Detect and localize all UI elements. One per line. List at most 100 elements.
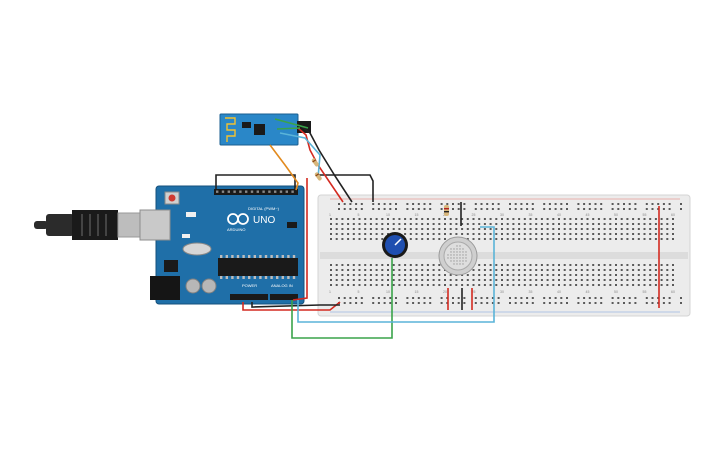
- mesh-dot: [462, 260, 464, 262]
- breadboard-hole: [506, 218, 509, 220]
- wire-lightblue-gas-signal[interactable]: [297, 226, 495, 323]
- breadboard-hole: [569, 264, 572, 266]
- breadboard-hole: [489, 284, 492, 286]
- breadboard-hole: [518, 238, 521, 240]
- wire-red-bottom[interactable]: [242, 301, 341, 311]
- wire-green-esp-2[interactable]: [276, 127, 301, 130]
- breadboard-hole: [558, 228, 560, 230]
- breadboard-rail-hole: [548, 297, 551, 299]
- breadboard-rail-hole: [480, 302, 483, 304]
- breadboard-hole: [438, 274, 441, 276]
- breadboard-hole: [615, 264, 617, 266]
- breadboard-hole: [364, 233, 367, 235]
- breadboard-hole: [495, 269, 498, 271]
- breadboard-rail-hole: [423, 297, 426, 299]
- breadboard-hole: [643, 218, 646, 220]
- gas-sensor[interactable]: [438, 236, 478, 276]
- breadboard-hole: [603, 238, 606, 240]
- usb-cable[interactable]: [34, 210, 141, 240]
- breadboard-hole: [347, 223, 350, 225]
- esp8266-wifi-module[interactable]: [219, 113, 311, 146]
- voltage-regulator: [164, 260, 178, 272]
- wire-black-arduino-gnd[interactable]: [215, 174, 296, 189]
- breadboard-hole: [489, 238, 492, 240]
- resistor[interactable]: [314, 172, 322, 182]
- breadboard-rail-hole: [406, 297, 409, 299]
- breadboard-rail-hole: [634, 208, 637, 210]
- breadboard-hole: [649, 274, 652, 276]
- wire-black-to-breadboard[interactable]: [316, 174, 374, 202]
- breadboard-rail-hole: [548, 203, 551, 205]
- crystal-oscillator: [182, 242, 212, 256]
- breadboard-hole: [654, 264, 657, 266]
- breadboard-hole: [609, 274, 612, 276]
- breadboard-hole: [632, 228, 635, 230]
- wire-black-bottom[interactable]: [251, 302, 340, 308]
- esp8266-chip: [254, 124, 265, 135]
- breadboard-hole: [597, 264, 600, 266]
- wire-red-5v[interactable]: [292, 178, 308, 301]
- breadboard-rail-hole: [662, 297, 665, 299]
- breadboard-hole: [409, 233, 412, 235]
- breadboard-hole: [335, 228, 338, 230]
- breadboard-hole: [637, 274, 640, 276]
- breadboard-hole: [364, 228, 367, 230]
- wire-green-pot-signal[interactable]: [291, 258, 393, 339]
- breadboard-rail-hole: [531, 203, 534, 205]
- wires[interactable]: [215, 118, 660, 339]
- analog-header: [270, 294, 298, 300]
- breadboard-hole: [626, 228, 629, 230]
- breadboard-hole: [330, 274, 332, 276]
- breadboard-hole: [352, 279, 355, 281]
- breadboard-hole: [563, 228, 566, 230]
- arduino-uno-board[interactable]: DIGITAL (PWM~) UNO ARDUINO POWER ANALOG …: [139, 185, 305, 305]
- breadboard-hole: [643, 269, 646, 271]
- breadboard-hole: [506, 223, 509, 225]
- breadboard-hole: [432, 228, 435, 230]
- breadboard-hole: [632, 279, 635, 281]
- wire-orange-esp-rx[interactable]: [269, 144, 299, 191]
- reset-button-cap: [168, 194, 176, 202]
- wire-lightblue-esp-tx[interactable]: [279, 132, 321, 179]
- breadboard-hole: [586, 274, 589, 276]
- breadboard-rail-hole: [412, 297, 415, 299]
- wire-black-esp-gnd[interactable]: [300, 125, 353, 203]
- breadboard-hole: [575, 223, 578, 225]
- breadboard-hole: [495, 223, 498, 225]
- breadboard-hole: [563, 223, 566, 225]
- breadboard-rail-hole: [645, 302, 648, 304]
- breadboard-hole: [654, 233, 657, 235]
- breadboard-hole: [649, 269, 652, 271]
- breadboard-rail-hole: [383, 302, 386, 304]
- breadboard-hole: [575, 264, 578, 266]
- breadboard-rail-hole: [417, 208, 420, 210]
- wire-red-esp-vcc[interactable]: [297, 127, 344, 203]
- breadboard[interactable]: 1155101015152020252530303535404045455050…: [317, 194, 691, 317]
- breadboard-rail-hole: [509, 208, 511, 210]
- breadboard-hole: [672, 284, 674, 286]
- breadboard-hole: [523, 223, 526, 225]
- breadboard-hole: [449, 228, 452, 230]
- breadboard-hole: [341, 238, 344, 240]
- potentiometer[interactable]: [382, 232, 408, 258]
- breadboard-hole: [518, 218, 521, 220]
- breadboard-hole: [478, 264, 481, 266]
- breadboard-hole: [512, 284, 515, 286]
- header-pin: [250, 190, 254, 193]
- breadboard-hole: [409, 274, 412, 276]
- resistor[interactable]: [311, 158, 319, 168]
- breadboard-rail-hole: [389, 208, 392, 210]
- breadboard-hole: [421, 238, 424, 240]
- breadboard-rail-hole: [349, 208, 352, 210]
- breadboard-hole: [518, 269, 521, 271]
- breadboard-hole: [586, 279, 589, 281]
- breadboard-rail-hole: [594, 297, 597, 299]
- resistor[interactable]: [444, 205, 449, 216]
- wire-green-esp[interactable]: [274, 118, 309, 129]
- breadboard-hole: [569, 228, 572, 230]
- breadboard-rail-hole: [588, 297, 591, 299]
- breadboard-hole: [392, 284, 395, 286]
- breadboard-hole: [489, 274, 492, 276]
- breadboard-hole: [654, 218, 657, 220]
